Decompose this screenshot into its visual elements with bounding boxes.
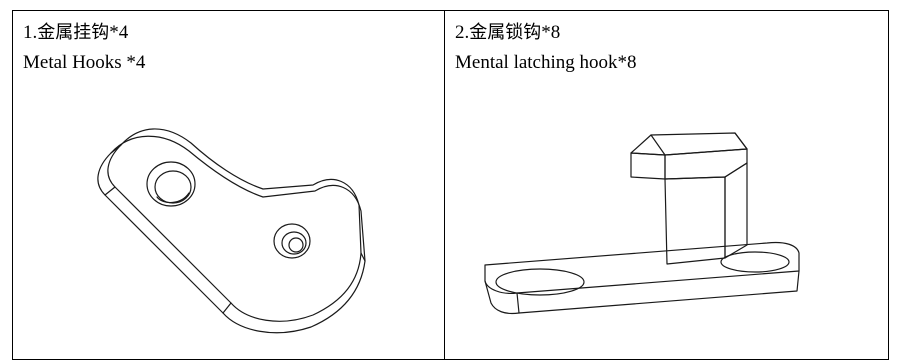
part-2-name-en: Mental latching hook*8	[455, 52, 637, 73]
part-1-title: 1.金属挂钩*4	[23, 22, 128, 44]
part-2-quantity: *8	[541, 22, 561, 43]
part-1-name-en: Metal Hooks *4	[23, 52, 146, 73]
parts-table: 1.金属挂钩*4 Metal Hooks *4	[12, 10, 889, 360]
parts-row: 1.金属挂钩*4 Metal Hooks *4	[12, 10, 889, 360]
part-1-number: 1.	[23, 22, 38, 43]
part-1-quantity: *4	[109, 22, 129, 43]
part-2-title: 2.金属锁钩*8	[455, 22, 560, 44]
part-2-number: 2.	[455, 22, 470, 43]
part-cell-2: 2.金属锁钩*8 Mental latching hook*8	[444, 10, 889, 360]
latching-hook-drawing	[484, 132, 800, 315]
part-1-name-cn: 金属挂钩	[37, 22, 110, 43]
part-cell-1: 1.金属挂钩*4 Metal Hooks *4	[12, 10, 445, 360]
metal-hook-drawing	[97, 128, 366, 334]
part-2-name-cn: 金属锁钩	[469, 22, 542, 43]
